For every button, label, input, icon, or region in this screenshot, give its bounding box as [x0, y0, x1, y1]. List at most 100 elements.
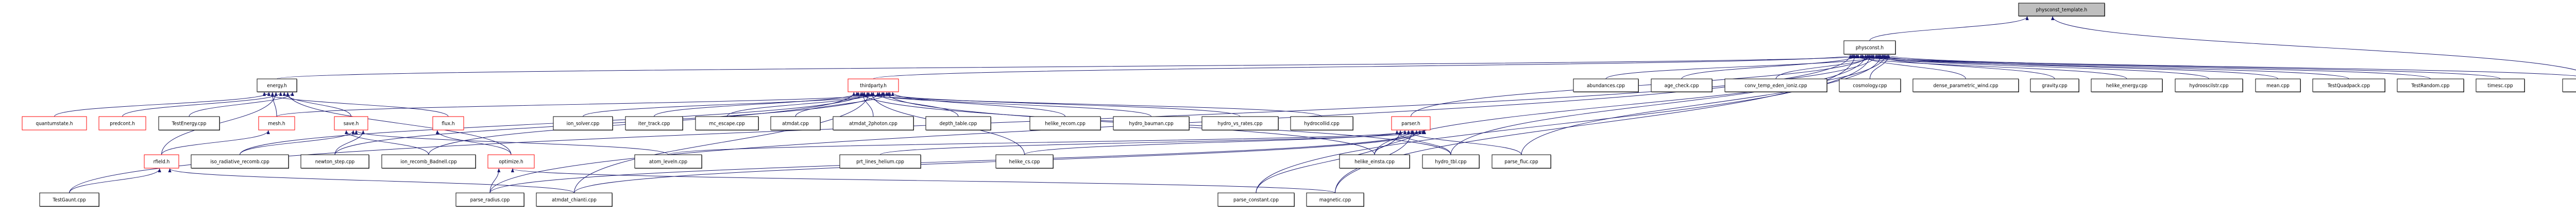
node-box	[191, 154, 289, 169]
node-hydrooscilstr-cpp[interactable]: hydrooscilstr.cpp	[2175, 78, 2243, 92]
node-atmdat-2photon-cpp[interactable]: atmdat_2photon.cpp	[833, 116, 914, 131]
node-box	[144, 154, 179, 169]
edge-atom-leveln-cpp-to-parser-h	[668, 130, 1415, 155]
node-rfield-h[interactable]: rfield.h	[144, 154, 179, 169]
node-hydro-bauman-cpp[interactable]: hydro_bauman.cpp	[1113, 116, 1190, 131]
node-parse-constant-cpp[interactable]: parse_constant.cpp	[1217, 192, 1295, 207]
edge-parse-fluc-cpp-to-physconst-h	[1521, 54, 1883, 155]
node-testquadpack-cpp[interactable]: TestQuadpack.cpp	[2312, 78, 2385, 92]
edge-helike-einsta-cpp-to-parser-h	[1374, 130, 1418, 155]
node-iter-track-cpp[interactable]: iter_track.cpp	[625, 116, 683, 131]
edge-parse-constant-cpp-to-parser-h	[1256, 130, 1402, 193]
node-timesc-cpp[interactable]: timesc.cpp	[2476, 78, 2525, 92]
node-box	[1290, 116, 1353, 131]
node-box	[1391, 116, 1431, 131]
node-label: atom_leveln.cpp	[649, 159, 687, 165]
node-abundances-cpp[interactable]: abundances.cpp	[1573, 78, 1639, 92]
node-atom-leveln-cpp[interactable]: atom_leveln.cpp	[634, 154, 702, 169]
node-age-check-cpp[interactable]: age_check.cpp	[1651, 78, 1713, 92]
edge-iso-radiative-recomb-cpp-to-thirdparty-h	[240, 92, 866, 155]
node-conv-temp-eden-ioniz-cpp[interactable]: conv_temp_eden_ioniz.cpp	[1724, 78, 1827, 92]
edge-parse-constant-cpp-to-physconst-h	[1256, 54, 1872, 193]
node-label: quantumstate.h	[36, 121, 73, 127]
node-mc-escape-cpp[interactable]: mc_escape.cpp	[695, 116, 759, 131]
node-physconst-cpp[interactable]: physconst.cpp	[2562, 78, 2576, 92]
node-cosmology-cpp[interactable]: cosmology.cpp	[1839, 78, 1901, 92]
node-label: TestRandom.cpp	[2411, 83, 2450, 89]
node-testrandom-cpp[interactable]: TestRandom.cpp	[2397, 78, 2464, 92]
node-label: atmdat_2photon.cpp	[849, 121, 897, 127]
node-parser-h[interactable]: parser.h	[1391, 116, 1431, 131]
edge-atom-leveln-cpp-to-save-h	[354, 130, 669, 155]
node-label: atmdat.cpp	[782, 121, 809, 127]
edge-hydro-tbl-cpp-to-physconst-h	[1450, 54, 1868, 155]
nodes-layer: physconst_template.h physconst.h energy.h t…	[22, 3, 2576, 207]
node-ion-solver-cpp[interactable]: ion_solver.cpp	[553, 116, 613, 131]
edge-atmdat-chianti-cpp-to-thirdparty-h	[574, 92, 871, 193]
node-label: parser.h	[1401, 121, 1420, 127]
node-gravity-cpp[interactable]: gravity.cpp	[2030, 78, 2079, 92]
node-testenergy-cpp[interactable]: TestEnergy.cpp	[158, 116, 220, 131]
node-helike-einsta-cpp[interactable]: helike_einsta.cpp	[1339, 154, 1410, 169]
node-parse-radius-cpp[interactable]: parse_radius.cpp	[455, 192, 524, 207]
edge-mean-cpp-to-physconst-h	[1880, 54, 2278, 79]
node-hydro-tbl-cpp[interactable]: hydro_tbl.cpp	[1422, 154, 1480, 169]
node-box	[1651, 78, 1713, 92]
node-ion-recomb-badnell-cpp[interactable]: ion_recomb_Badnell.cpp	[381, 154, 476, 169]
node-label: depth_table.cpp	[940, 121, 977, 127]
node-label: helike_energy.cpp	[2106, 83, 2148, 89]
node-mesh-h[interactable]: mesh.h	[258, 116, 295, 131]
edge-age-check-cpp-to-physconst-h	[1681, 54, 1860, 79]
node-box	[39, 192, 99, 207]
edge-parse-radius-cpp-to-optimize-h	[489, 168, 501, 193]
node-parse-fluc-cpp[interactable]: parse_fluc.cpp	[1492, 154, 1551, 169]
node-hydro-vs-rates-cpp[interactable]: hydro_vs_rates.cpp	[1201, 116, 1279, 131]
node-iso-radiative-recomb-cpp[interactable]: iso_radiative_recomb.cpp	[191, 154, 289, 169]
edge-ion-solver-cpp-to-thirdparty-h	[583, 92, 886, 117]
node-dense-parametric-wind-cpp[interactable]: dense_parametric_wind.cpp	[1912, 78, 2019, 92]
node-physconst-h[interactable]: physconst.h	[1843, 40, 1896, 55]
node-prt-lines-helium-cpp[interactable]: prt_lines_helium.cpp	[839, 154, 921, 169]
edge-hydro-vs-rates-cpp-to-thirdparty-h	[880, 92, 1241, 117]
node-quantumstate-h[interactable]: quantumstate.h	[22, 116, 87, 131]
node-box	[1573, 78, 1639, 92]
edge-atmdat-chianti-cpp-to-rfield-h	[168, 168, 574, 193]
node-label: helike_einsta.cpp	[1354, 159, 1395, 165]
node-energy-h[interactable]: energy.h	[257, 78, 297, 92]
node-depth-table-cpp[interactable]: depth_table.cpp	[925, 116, 991, 131]
node-atmdat-chianti-cpp[interactable]: atmdat_chianti.cpp	[536, 192, 613, 207]
node-predcont-h[interactable]: predcont.h	[98, 116, 146, 131]
node-label: physconst.h	[1856, 45, 1884, 51]
node-optimize-h[interactable]: optimize.h	[487, 154, 535, 169]
node-box	[1339, 154, 1410, 169]
node-newton-step-cpp[interactable]: newton_step.cpp	[300, 154, 369, 169]
node-box	[487, 154, 535, 169]
node-helike-cs-cpp[interactable]: helike_cs.cpp	[995, 154, 1054, 169]
node-flux-h[interactable]: flux.h	[432, 116, 464, 131]
node-testgaunt-cpp[interactable]: TestGaunt.cpp	[39, 192, 99, 207]
edge-abundances-cpp-to-physconst-h	[1605, 54, 1886, 79]
node-hydrocollid-cpp[interactable]: hydrocollid.cpp	[1290, 116, 1353, 131]
edge-optimize-h-to-energy-h	[286, 92, 512, 155]
node-label: prt_lines_helium.cpp	[856, 159, 904, 165]
edge-prt-lines-helium-cpp-to-parser-h	[880, 130, 1426, 155]
edge-save-h-to-energy-h	[282, 92, 351, 117]
node-box	[536, 192, 613, 207]
node-label: hydro_bauman.cpp	[1129, 121, 1174, 127]
node-helike-energy-cpp[interactable]: helike_energy.cpp	[2091, 78, 2163, 92]
node-box	[1217, 192, 1295, 207]
edge-energy-h-to-physconst-h	[277, 54, 1881, 79]
node-label: conv_temp_eden_ioniz.cpp	[1744, 83, 1807, 89]
node-mean-cpp[interactable]: mean.cpp	[2255, 78, 2301, 92]
node-physconst-template-h[interactable]: physconst_template.h	[2018, 3, 2105, 17]
node-label: flux.h	[442, 121, 454, 127]
node-label: mc_escape.cpp	[709, 121, 745, 127]
node-save-h[interactable]: save.h	[334, 116, 368, 131]
node-box	[848, 78, 899, 92]
edge-parser-h-to-physconst-h	[1411, 54, 1871, 117]
node-magnetic-cpp[interactable]: magnetic.cpp	[1306, 192, 1364, 207]
node-atmdat-cpp[interactable]: atmdat.cpp	[770, 116, 821, 131]
node-helike-recom-cpp[interactable]: helike_recom.cpp	[1029, 116, 1101, 131]
edge-mesh-h-to-energy-h	[270, 92, 277, 117]
node-thirdparty-h[interactable]: thirdparty.h	[848, 78, 899, 92]
